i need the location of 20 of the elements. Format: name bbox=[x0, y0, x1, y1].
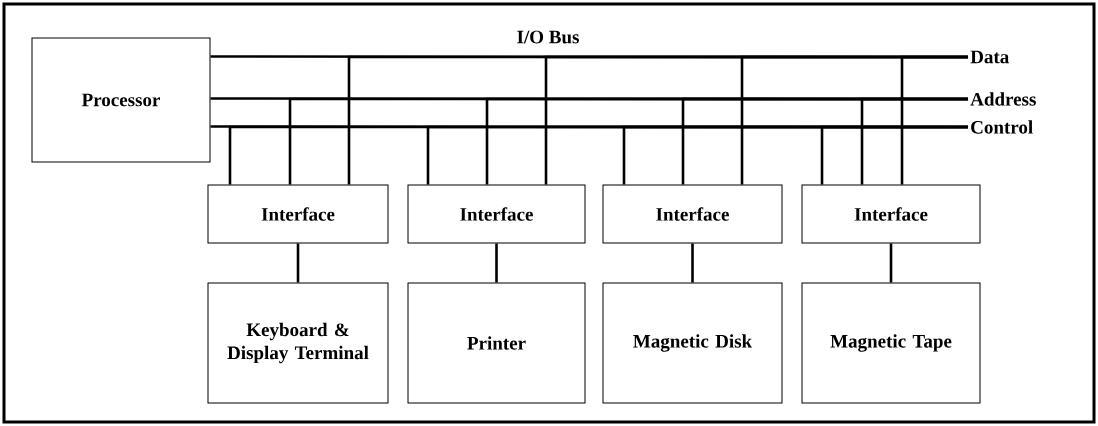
device-box: Magnetic Tape bbox=[801, 282, 981, 404]
bus-connection bbox=[900, 55, 968, 185]
connector-line bbox=[889, 243, 893, 283]
bus-connection bbox=[860, 97, 968, 185]
bus-connection bbox=[820, 125, 968, 185]
device-box: Magnetic Disk bbox=[602, 282, 783, 404]
bus-label: Control bbox=[971, 120, 1033, 134]
connector-line bbox=[495, 243, 498, 283]
bus-title: I/O Bus bbox=[517, 30, 579, 44]
bus-label: Address bbox=[970, 92, 1036, 106]
connector-line bbox=[296, 243, 300, 283]
device-box: Keyboard & Display Terminal bbox=[207, 282, 389, 404]
bus-label: Data bbox=[970, 50, 1009, 64]
device-box: Printer bbox=[407, 282, 586, 404]
interface-box: Interface bbox=[207, 184, 389, 244]
processor-box: Processor bbox=[31, 37, 211, 163]
interface-box: Interface bbox=[407, 184, 586, 244]
connector-line bbox=[691, 243, 694, 283]
interface-box: Interface bbox=[801, 184, 981, 244]
interface-box: Interface bbox=[602, 184, 783, 244]
